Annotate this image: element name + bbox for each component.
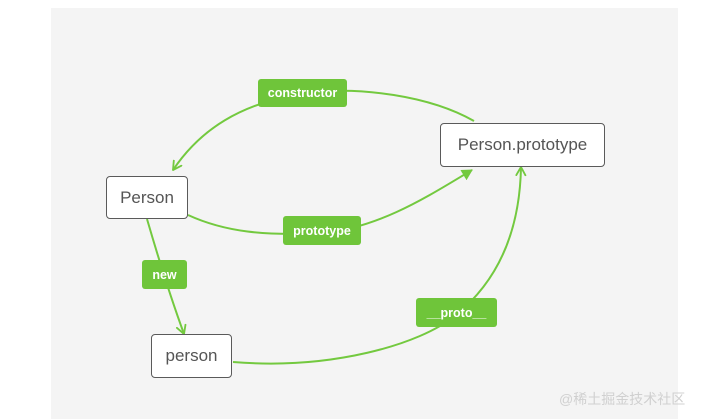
node-person-prototype-label: Person.prototype [457, 135, 588, 154]
node-person-constructor: Person [106, 176, 188, 219]
label-new: new [142, 260, 187, 289]
label-proto: __proto__ [416, 298, 497, 327]
edge-proto [232, 166, 527, 365]
node-person-prototype: Person.prototype [440, 123, 605, 167]
node-person-instance: person [151, 334, 232, 378]
watermark: @稀土掘金技术社区 [559, 391, 686, 407]
label-constructor: constructor [258, 79, 347, 107]
node-person-constructor-label: Person [120, 187, 174, 207]
node-person-instance-label: person [165, 346, 218, 365]
label-prototype: prototype [283, 216, 361, 245]
